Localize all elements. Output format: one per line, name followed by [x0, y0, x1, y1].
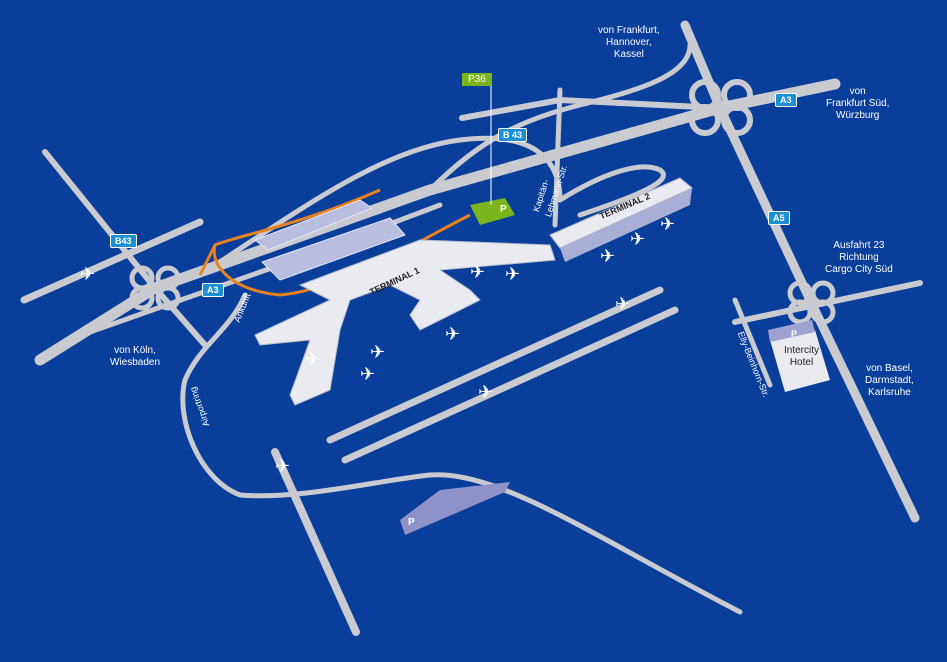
p36-sign[interactable]: P36	[462, 73, 492, 86]
label-line: Wiesbaden	[110, 357, 161, 368]
label-hotel: Intercity Hotel	[784, 345, 819, 369]
cloverleaf-east	[689, 79, 753, 136]
airplane-icon: ✈	[470, 262, 485, 282]
label-line: von	[849, 86, 866, 97]
airplane-icon: ✈	[305, 349, 320, 369]
airplane-icon: ✈	[370, 342, 385, 362]
terminal-1-building	[254, 239, 556, 406]
hotel-parking-label: P	[791, 329, 798, 339]
parking-green-label: P	[500, 204, 507, 215]
elly-beinhorn-road	[732, 297, 773, 388]
label-exit-23: Ausfahrt 23 Richtung Cargo City Süd	[825, 240, 893, 276]
roads	[20, 20, 923, 636]
label-koeln: von Köln, Wiesbaden	[110, 345, 160, 369]
parking-green[interactable]	[470, 198, 515, 225]
label-line: von Köln,	[114, 345, 156, 356]
a5-motorway[interactable]	[680, 20, 920, 523]
b43-link	[427, 42, 693, 193]
label-basel: von Basel, Darmstadt, Karlsruhe	[865, 363, 914, 399]
airplane-icon: ✈	[615, 294, 630, 314]
a5-shield: A5	[768, 211, 790, 225]
label-line: von Frankfurt,	[598, 25, 660, 36]
parking-south-label: P	[408, 517, 415, 528]
runway-south	[341, 306, 679, 464]
b43-shield-center: B 43	[498, 128, 528, 142]
a3-shield-left: A3	[202, 283, 224, 297]
cloverleaf-west	[129, 265, 181, 311]
label-line: Richtung	[839, 252, 879, 263]
label-line: Intercity	[784, 345, 820, 356]
runway-northwest-short	[20, 218, 204, 304]
a3-shield-right: A3	[775, 93, 797, 107]
label-line: Karlsruhe	[868, 387, 911, 398]
airplane-icon: ✈	[360, 364, 375, 384]
kapitaen-lehmann-road	[552, 87, 563, 228]
airplane-icon: ✈	[478, 382, 493, 402]
arrival-route	[198, 188, 471, 297]
hotel-building[interactable]	[770, 330, 830, 392]
runway-north	[326, 286, 664, 444]
terminal2-loop	[557, 164, 666, 218]
airplane-icon: ✈	[80, 264, 95, 284]
cargo-road	[732, 280, 923, 325]
label-frankfurt-north: von Frankfurt, Hannover, Kassel	[598, 25, 660, 61]
b43-road[interactable]	[42, 149, 208, 348]
terminal-2-building	[549, 177, 693, 262]
parking-south[interactable]	[400, 482, 510, 535]
label-line: Frankfurt Süd,	[826, 98, 890, 109]
label-line: Hotel	[789, 357, 814, 368]
airplane-icons: ✈ ✈ ✈ ✈ ✈ ✈ ✈ ✈ ✈ ✈ ✈ ✈ ✈	[80, 214, 675, 476]
label-line: Würzburg	[836, 110, 880, 121]
airplane-icon: ✈	[630, 229, 645, 249]
label-line: Kassel	[613, 49, 644, 60]
airportring-road[interactable]	[180, 292, 743, 615]
airplane-icon: ✈	[600, 246, 615, 266]
airplane-icon: ✈	[505, 264, 520, 284]
label-line: Darmstadt,	[865, 375, 914, 386]
b43-shield-left: B43	[110, 234, 137, 248]
airplane-icon: ✈	[660, 214, 675, 234]
runway-west	[271, 448, 360, 636]
label-frankfurt-south: von Frankfurt Süd, Würzburg	[826, 86, 889, 122]
label-line: Ausfahrt 23	[833, 240, 885, 251]
railway-station	[253, 199, 406, 281]
label-line: von Basel,	[866, 363, 913, 374]
airplane-icon: ✈	[445, 324, 460, 344]
hotel-parking	[768, 320, 815, 342]
ramp	[197, 135, 563, 278]
airplane-icon: ✈	[275, 456, 290, 476]
label-line: Cargo City Süd	[825, 264, 893, 275]
label-line: Hannover,	[606, 37, 652, 48]
